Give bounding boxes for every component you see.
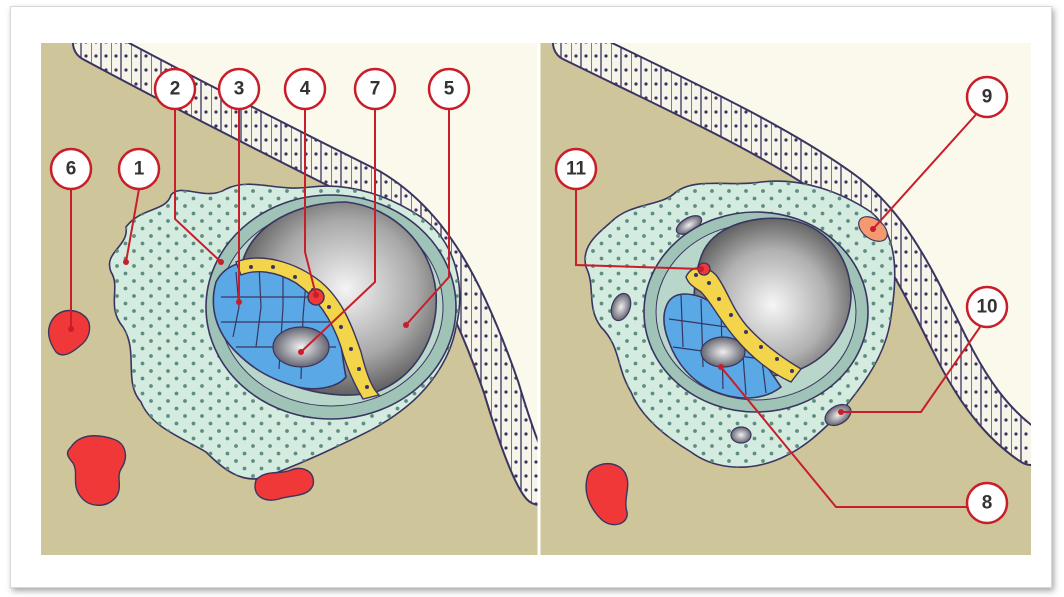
right-panel	[538, 43, 1031, 555]
callout-3: 3	[219, 69, 259, 109]
callout-3-label: 3	[234, 79, 245, 100]
follicle-diagram: 1 2 3 4 7 5 6 9 11 10 8	[11, 7, 1051, 587]
callout-1-label: 1	[134, 159, 145, 180]
left-panel	[41, 43, 540, 555]
callout-6: 6	[51, 149, 91, 189]
callout-4: 4	[285, 69, 325, 109]
callout-11: 11	[556, 149, 596, 189]
callout-11-label: 11	[566, 159, 587, 180]
callout-6-label: 6	[66, 159, 77, 180]
callout-10: 10	[967, 287, 1007, 327]
callout-5: 5	[429, 69, 469, 109]
callout-5-label: 5	[444, 79, 455, 100]
callout-10-label: 10	[976, 297, 997, 318]
callout-9-label: 9	[982, 87, 993, 108]
callout-7: 7	[355, 69, 395, 109]
theca-vessel-4	[731, 427, 751, 443]
callout-2: 2	[155, 69, 195, 109]
callout-8-label: 8	[982, 493, 993, 514]
figure-frame: 1 2 3 4 7 5 6 9 11 10 8	[10, 6, 1052, 588]
callout-1: 1	[119, 149, 159, 189]
callout-2-label: 2	[170, 79, 181, 100]
callout-4-label: 4	[300, 79, 311, 100]
callout-8: 8	[967, 483, 1007, 523]
callout-9: 9	[967, 77, 1007, 117]
callout-7-label: 7	[370, 79, 381, 100]
